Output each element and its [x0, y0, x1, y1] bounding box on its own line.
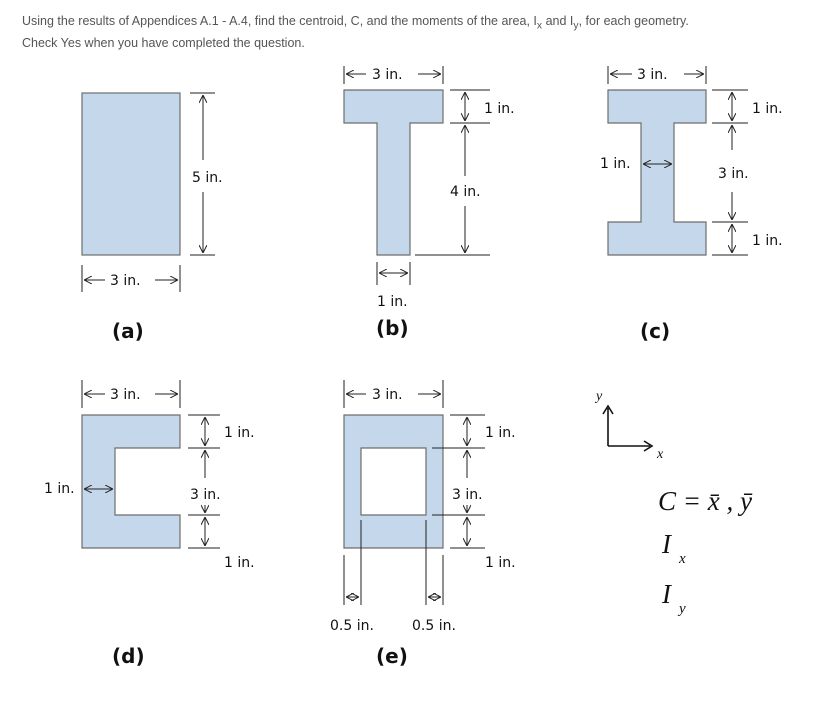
dim-top: 1 in. [485, 425, 516, 441]
dim-width: 3 in. [372, 387, 403, 403]
instr-sub: y [573, 20, 579, 32]
figure-e: 3 in. 1 in. 3 in. 1 in. 0.5 in. 0.5 in. … [330, 380, 516, 668]
y-axis-label: y [594, 389, 603, 404]
t-shape [343, 89, 444, 256]
formulas: C = x̄ , ȳ I x I y [658, 486, 753, 617]
figure-b: 3 in. 1 in. 4 in. 1 in. (b) [343, 66, 515, 340]
dim-web-width: 1 in. [377, 294, 408, 310]
centroid-formula: C = x̄ , ȳ [658, 486, 753, 516]
figure-d: 3 in. 1 in. 3 in. 1 in. 1 in. (d) [44, 380, 255, 668]
dim-web-height: 4 in. [450, 184, 481, 200]
hollow-box-shape [343, 414, 444, 549]
dim-middle: 3 in. [452, 487, 483, 503]
dim-middle: 3 in. [190, 487, 221, 503]
dim-flange: 1 in. [484, 101, 515, 117]
dim-right-wall: 0.5 in. [412, 618, 456, 634]
x-axis-label: x [656, 447, 664, 462]
instr-text: , for each geometry. [578, 14, 689, 28]
dim-bottom: 1 in. [752, 233, 783, 249]
figure-a: 5 in. 3 in. (a) [81, 92, 223, 343]
caption-c: (c) [640, 319, 670, 343]
dim-bottom: 1 in. [485, 555, 516, 571]
instr-text: and I [542, 14, 574, 28]
dim-web: 1 in. [600, 156, 631, 172]
dim-height: 5 in. [192, 170, 223, 186]
i-shape [607, 89, 707, 256]
instr-text-2: Check Yes when you have completed the qu… [22, 35, 305, 50]
instr-text: Using the results of Appendices A.1 - A.… [22, 14, 537, 28]
instr-sub: x [536, 20, 543, 32]
c-shape [81, 414, 181, 549]
dim-top: 1 in. [224, 425, 255, 441]
ix-subscript: x [678, 551, 686, 567]
iy-subscript: y [677, 601, 686, 617]
dim-web: 1 in. [44, 481, 75, 497]
dim-middle: 3 in. [718, 166, 749, 182]
dim-width: 3 in. [110, 387, 141, 403]
axes-legend: y x [594, 389, 664, 462]
dim-width: 3 in. [372, 67, 403, 83]
rectangle-shape [81, 92, 181, 256]
caption-b: (b) [376, 316, 409, 340]
instructions: Using the results of Appendices A.1 - A.… [22, 13, 689, 52]
figure-c: 3 in. 1 in. 3 in. 1 in. 1 in. (c) [600, 66, 783, 343]
dim-bottom: 1 in. [224, 555, 255, 571]
caption-a: (a) [112, 319, 144, 343]
dim-left-wall: 0.5 in. [330, 618, 374, 634]
caption-e: (e) [376, 644, 408, 668]
dim-width: 3 in. [110, 273, 141, 289]
caption-d: (d) [112, 644, 145, 668]
iy-symbol: I [661, 579, 673, 609]
dim-width: 3 in. [637, 67, 668, 83]
dim-top: 1 in. [752, 101, 783, 117]
ix-symbol: I [661, 529, 673, 559]
